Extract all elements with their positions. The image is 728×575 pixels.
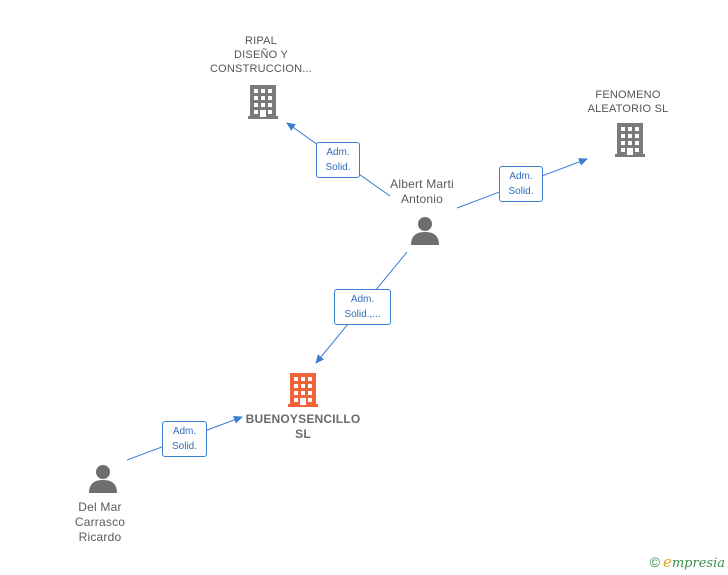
person-icon[interactable]	[88, 464, 118, 494]
building-icon[interactable]	[615, 121, 645, 157]
person-name-line: Antonio	[400, 192, 444, 206]
person-name-line: Ricardo	[78, 530, 122, 544]
building-icon[interactable]	[288, 371, 318, 407]
person-name-line: Albert Marti	[390, 177, 454, 191]
company-name-line: RIPAL	[245, 35, 277, 47]
edge-label-line: Adm.	[326, 147, 350, 158]
company-name-line: DISEÑO Y	[234, 49, 288, 61]
company-name-line: BUENOYSENCILLO	[245, 412, 361, 426]
edge-label-line: Adm.	[172, 426, 197, 437]
brand-logo: empresia	[663, 553, 725, 571]
company-label-ripal[interactable]: RIPAL DISEÑO Y CONSTRUCCION...	[201, 34, 321, 76]
person-name-line: Carrasco	[74, 515, 126, 529]
edge-label-albert-bueno[interactable]: Adm. Solid.,...	[334, 289, 391, 325]
company-name-line: SL	[295, 427, 311, 441]
brand-footer[interactable]: © empresia	[650, 553, 725, 571]
copyright-icon: ©	[649, 554, 660, 570]
person-label-albert[interactable]: Albert Marti Antonio	[372, 177, 472, 207]
edge-label-albert-fenomeno[interactable]: Adm. Solid.	[499, 166, 543, 202]
edge-label-delmar-bueno[interactable]: Adm. Solid.	[162, 421, 207, 457]
edge-label-line: Solid.	[325, 162, 351, 173]
company-name-line: CONSTRUCCION...	[210, 63, 312, 75]
edge-label-line: Solid.	[171, 441, 197, 452]
building-icon[interactable]	[248, 83, 278, 119]
company-name-line: FENOMENO	[595, 89, 661, 101]
edge-label-line: Solid.	[508, 186, 534, 197]
company-name-line: ALEATORIO SL	[587, 103, 669, 115]
brand-logo-text: mpresia	[671, 556, 725, 571]
edge-label-line: Solid.,...	[344, 309, 381, 320]
person-name-line: Del Mar	[78, 500, 122, 514]
company-label-buenoysencillo[interactable]: BUENOYSENCILLO SL	[238, 412, 368, 442]
brand-logo-initial: e	[662, 553, 672, 571]
person-label-delmar[interactable]: Del Mar Carrasco Ricardo	[50, 500, 150, 545]
company-label-fenomeno[interactable]: FENOMENO ALEATORIO SL	[573, 88, 683, 116]
edge-label-line: Adm.	[350, 294, 375, 305]
person-icon[interactable]	[410, 216, 440, 246]
edge-label-albert-ripal[interactable]: Adm. Solid.	[316, 142, 360, 178]
edge-label-line: Adm.	[509, 171, 533, 182]
